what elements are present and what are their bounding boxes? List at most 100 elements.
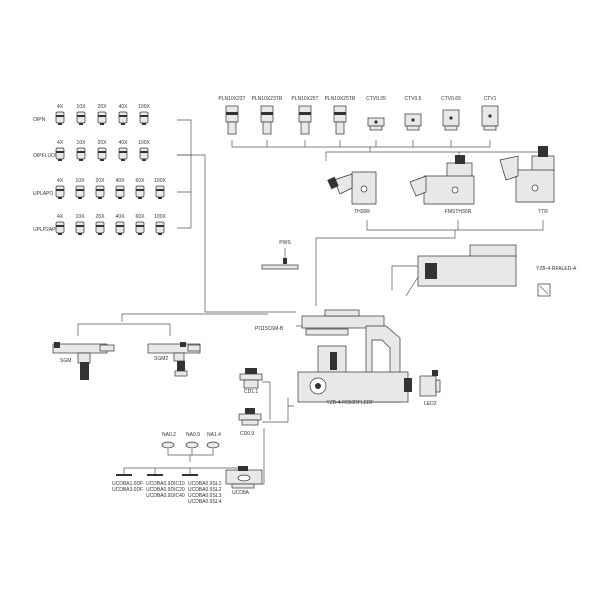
objective-lens-icon	[115, 221, 125, 235]
sgm-port	[52, 342, 115, 380]
objective-mag-label: 4X	[57, 104, 64, 110]
head-label: FMSTH30R	[445, 209, 472, 215]
objective-mag-label: 60X	[136, 178, 146, 184]
objective-lens-icon	[95, 185, 105, 199]
slider-connector	[123, 467, 238, 474]
head-fmsth30r	[409, 155, 475, 205]
head-label: TH30R	[354, 209, 370, 215]
ucd-label: UCDBA0.9SL4	[188, 499, 222, 505]
ucd-label: UCDBA0.9DIC40	[146, 493, 185, 499]
led-label: LED2	[424, 401, 437, 407]
objective-lens-icon	[55, 185, 65, 199]
condenser-cd1	[239, 368, 263, 389]
objective-lens-icon	[135, 185, 145, 199]
objective-lens-icon	[118, 111, 128, 125]
slider-bars	[116, 474, 198, 476]
objective-lens-icon	[115, 185, 125, 199]
lamphouse	[405, 244, 517, 297]
condenser-cd09	[238, 408, 262, 426]
ucd-to-body-connector	[256, 470, 265, 485]
eyepiece-label: PLN10X23T	[218, 96, 245, 102]
ucd-label: UCDBA0.9DIC20	[146, 487, 185, 493]
objective-mag-label: 40X	[119, 140, 129, 146]
objective-mag-label: 10X	[77, 140, 87, 146]
adapter-label: CTV0.65	[441, 96, 461, 102]
adapter-label: CTV1	[484, 96, 497, 102]
head-th30r	[327, 171, 377, 205]
stage-plate	[301, 309, 385, 336]
eyepiece-label: PLN10X25T	[291, 96, 318, 102]
adapter-label: CTV0.35	[366, 96, 386, 102]
objective-series-label: OIPFLUOR	[33, 153, 59, 159]
eyepiece-icon	[333, 105, 347, 135]
objective-lens-icon	[97, 111, 107, 125]
objective-mag-label: 100X	[154, 214, 166, 220]
na-connector	[167, 449, 214, 462]
eyepiece-icon	[260, 105, 274, 135]
head-connector	[315, 220, 544, 306]
objective-mag-label: 40X	[116, 178, 126, 184]
objective-mag-label: 100X	[138, 104, 150, 110]
ucd-label: UCDBA0.9SL1	[188, 481, 222, 487]
sgm2-port	[147, 342, 201, 377]
objective-lens-icon	[155, 185, 165, 199]
objective-mag-label: 20X	[98, 140, 108, 146]
objective-lens-icon	[55, 221, 65, 235]
ucd8a-unit	[225, 466, 263, 489]
camera-adapter-icon	[404, 113, 422, 131]
lamphouse-connector	[391, 265, 418, 290]
objective-mag-label: 10X	[77, 104, 87, 110]
objective-lens-icon	[55, 147, 65, 161]
objective-lens-icon	[139, 111, 149, 125]
na-label: NA0.9	[186, 432, 200, 438]
ucd-label: UCDBA0.9SL2	[188, 487, 222, 493]
ucd-label: UCDBA3.0DF	[112, 487, 143, 493]
objective-lens-icon	[76, 111, 86, 125]
objective-lens-icon	[75, 221, 85, 235]
ucd-label: UCDBA1.0DF	[112, 481, 143, 487]
eyepiece-and-adapter-row: PLN10X23T PLN10X23TR PLN10X25T PLN10X25TR CT…	[218, 96, 499, 135]
objective-mag-label: 4X	[57, 214, 64, 220]
head-ttr	[499, 146, 555, 203]
cd09-label: CD0.9	[240, 431, 254, 437]
objective-lens-icon	[135, 221, 145, 235]
objective-mag-label: 40X	[119, 104, 129, 110]
objective-lens-icon	[75, 185, 85, 199]
camera-adapter-icon	[442, 109, 460, 131]
na-label: NA1.4	[207, 432, 221, 438]
ucd-label: UCDBA0.9DIC10	[146, 481, 185, 487]
objective-mag-label: 20X	[96, 178, 106, 184]
eyepiece-label: PLN10X23TR	[252, 96, 283, 102]
objective-mag-label: 10X	[76, 178, 86, 184]
eyepiece-icon	[298, 105, 312, 135]
objective-mag-label: 40X	[116, 214, 126, 220]
objective-table: OIPN 4X 10X 20X 40X 100X OIPFLUOR 4X 10X 20X 40X 10…	[33, 104, 166, 235]
filter-icon	[537, 283, 551, 297]
objective-mag-label: 100X	[138, 140, 150, 146]
eyepiece-label: PLN10X25TR	[325, 96, 356, 102]
objective-series-label: UPLP2APO	[33, 227, 60, 233]
pws-label: PWS	[279, 240, 291, 246]
objective-mag-label: 10X	[76, 214, 86, 220]
objective-series-label: UPLAPO	[33, 191, 53, 197]
na-label: NA0.2	[162, 432, 176, 438]
ucd-label: UCDBA0.9SL3	[188, 493, 222, 499]
na-lenses	[161, 441, 220, 449]
head-label: TTR	[538, 209, 548, 215]
sgm-label: SGM	[60, 358, 71, 364]
objective-connector	[177, 119, 296, 313]
objective-series-label: OIPN	[33, 117, 46, 123]
top-connector	[231, 140, 542, 161]
objective-lens-icon	[139, 147, 149, 161]
led-unit	[419, 370, 441, 397]
objective-lens-icon	[76, 147, 86, 161]
objective-mag-label: 4X	[57, 140, 64, 146]
sgm-connector	[77, 313, 268, 336]
cd1-connector	[262, 381, 271, 420]
cd1-label: CD1.1	[244, 389, 258, 395]
sgm2-label: SGM2	[154, 356, 168, 362]
objective-mag-label: 60X	[136, 214, 146, 220]
objective-mag-label: 20X	[98, 104, 108, 110]
camera-adapter-icon	[481, 105, 499, 131]
lamphouse-label: YZB-4-RFALED-A	[536, 266, 577, 272]
